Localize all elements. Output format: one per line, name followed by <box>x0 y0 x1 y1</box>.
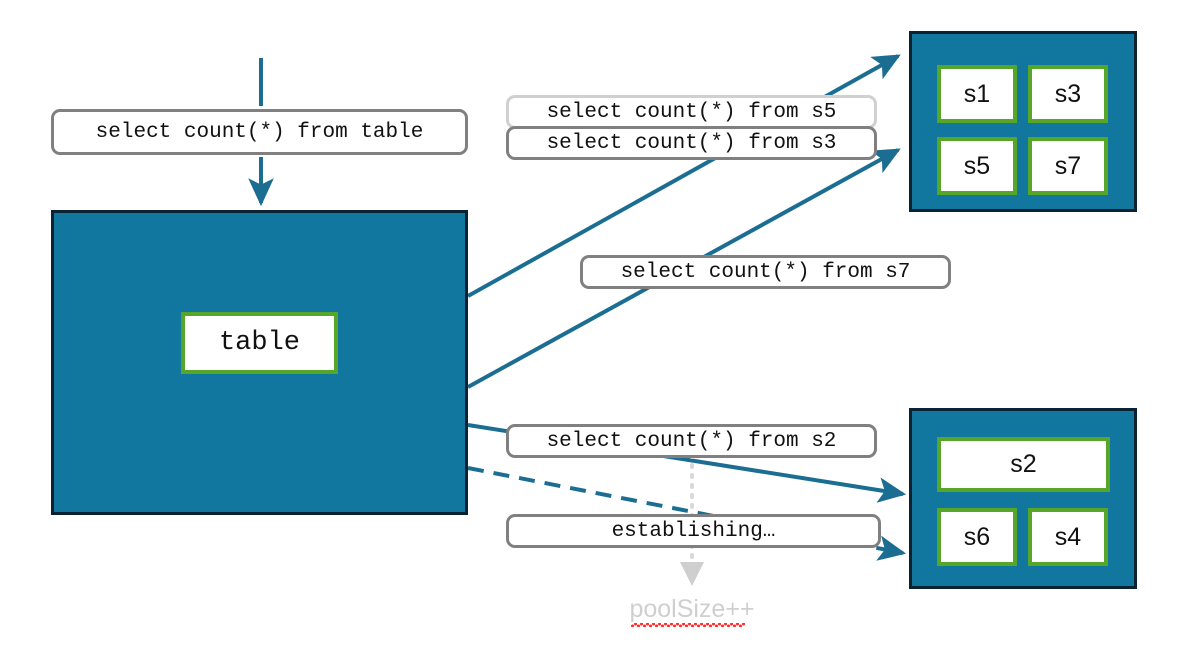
upper-pool-node-s3[interactable]: s3 <box>1028 65 1108 123</box>
upper-pool-node-s1[interactable]: s1 <box>937 65 1017 123</box>
pool-node-table[interactable]: table <box>181 312 338 374</box>
lower-pool-node-s4[interactable]: s4 <box>1028 508 1108 566</box>
query-label-s5[interactable]: select count(*) from s5 <box>506 95 877 129</box>
query-label-s2[interactable]: select count(*) from s2 <box>506 424 877 458</box>
query-label-table[interactable]: select count(*) from table <box>51 109 468 155</box>
lower-pool-node-s4-label: s4 <box>1054 522 1082 551</box>
lower-pool-node-s2-label: s2 <box>1010 450 1037 478</box>
query-label-establishing-text: establishing… <box>611 519 776 543</box>
lower-pool-node-s6[interactable]: s6 <box>937 508 1017 566</box>
poolsize-annotation: poolSize++ <box>592 593 792 627</box>
query-label-s3[interactable]: select count(*) from s3 <box>506 126 877 160</box>
query-label-s5-text: select count(*) from s5 <box>546 100 837 124</box>
upper-pool-node-s7[interactable]: s7 <box>1028 137 1108 195</box>
query-label-s7-text: select count(*) from s7 <box>620 260 911 284</box>
query-label-establishing[interactable]: establishing… <box>506 514 881 548</box>
upper-pool-node-s3-label: s3 <box>1054 79 1082 108</box>
upper-pool-node-s7-label: s7 <box>1054 151 1082 180</box>
query-label-s3-text: select count(*) from s3 <box>546 131 837 155</box>
upper-pool-node-s5-label: s5 <box>963 151 991 180</box>
upper-pool-node-s1-label: s1 <box>963 79 991 108</box>
lower-pool-node-s2[interactable]: s2 <box>937 437 1110 492</box>
query-label-s2-text: select count(*) from s2 <box>546 429 837 453</box>
query-label-s7[interactable]: select count(*) from s7 <box>580 255 951 289</box>
upper-pool-node-s5[interactable]: s5 <box>937 137 1017 195</box>
lower-pool-node-s6-label: s6 <box>963 522 991 551</box>
poolsize-annotation-text: poolSize++ <box>629 594 755 627</box>
pool-node-table-label: table <box>218 327 300 358</box>
query-label-table-text: select count(*) from table <box>95 120 424 144</box>
